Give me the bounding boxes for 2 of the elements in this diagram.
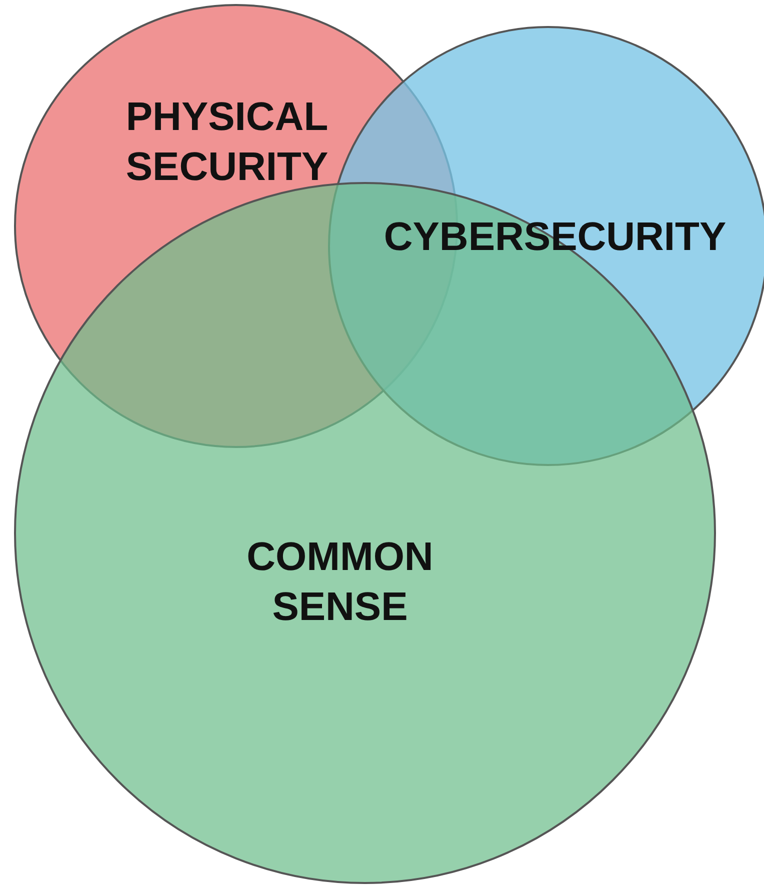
circle-label: COMMON SENSE xyxy=(246,534,434,631)
circle-label: PHYSICAL SECURITY xyxy=(124,94,330,191)
